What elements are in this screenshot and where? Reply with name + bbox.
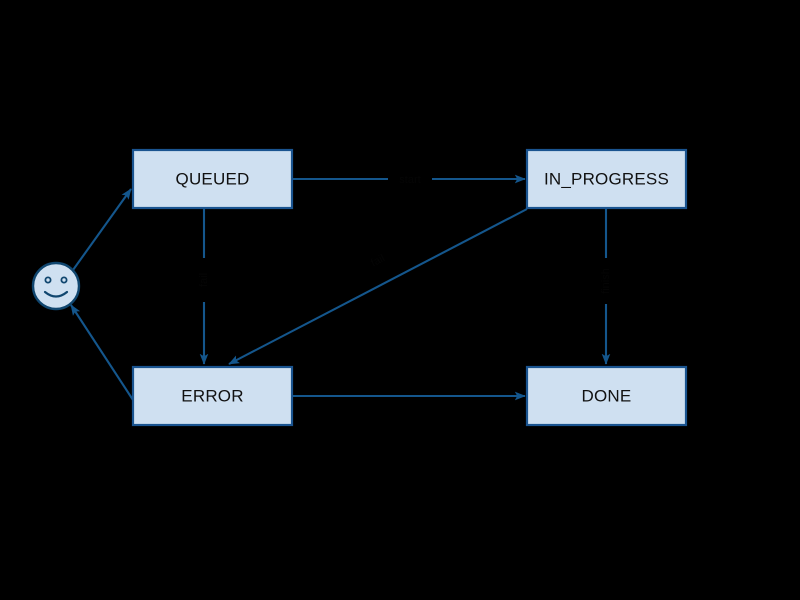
smiley-left-eye-icon	[44, 276, 52, 284]
edge-queued-to-in-progress-label: start	[399, 174, 420, 186]
edge-queued-to-in-progress[interactable]: start	[293, 171, 526, 188]
edge-start-to-queued-line	[72, 188, 132, 271]
edge-queued-to-in-progress-label-bg	[388, 171, 432, 188]
state-node-in-progress[interactable]: IN_PROGRESS	[525, 148, 688, 210]
edge-error-to-start[interactable]	[70, 304, 134, 401]
edge-start-to-queued[interactable]	[72, 188, 132, 271]
edge-error-to-start-line	[70, 304, 134, 401]
edge-in-progress-to-error-label: fail	[369, 252, 387, 269]
state-node-queued-box	[131, 148, 294, 210]
edge-in-progress-to-done-label-bg	[598, 258, 615, 304]
state-node-queued[interactable]: QUEUED	[131, 148, 294, 210]
smiley-mouth-icon	[43, 290, 69, 298]
state-node-error-label: ERROR	[181, 386, 243, 405]
state-node-in-progress-box	[525, 148, 688, 210]
state-node-in-progress-label: IN_PROGRESS	[544, 169, 669, 188]
smiley-face-icon	[31, 261, 81, 311]
edge-in-progress-to-error[interactable]: fail	[228, 208, 528, 365]
state-node-done-label: DONE	[582, 386, 632, 405]
smiley-right-eye-icon	[60, 276, 68, 284]
edge-queued-to-error[interactable]: fail	[196, 209, 213, 365]
state-node-done[interactable]: DONE	[525, 365, 688, 427]
state-node-queued-label: QUEUED	[176, 169, 250, 188]
edge-in-progress-to-done-label: finish	[600, 268, 612, 294]
edge-in-progress-to-done[interactable]: finish	[598, 209, 615, 365]
edge-in-progress-to-error-label-bg	[352, 240, 404, 282]
state-node-error-box	[131, 365, 294, 427]
state-node-error[interactable]: ERROR	[131, 365, 294, 427]
state-node-done-box	[525, 365, 688, 427]
start-node-smiley[interactable]	[31, 261, 81, 311]
edge-in-progress-to-error-line	[228, 208, 528, 365]
edge-queued-to-error-label-bg	[196, 258, 213, 302]
edge-queued-to-error-label: fail	[198, 273, 210, 287]
